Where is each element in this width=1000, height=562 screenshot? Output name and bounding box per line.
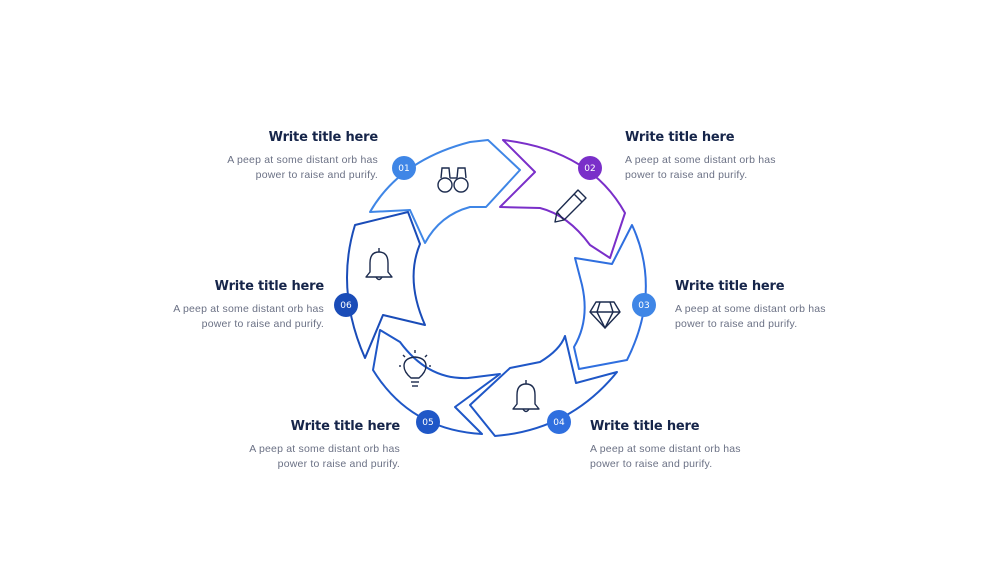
- step-description: A peep at some distant orb has power to …: [227, 154, 378, 181]
- lightbulb-icon: [399, 350, 431, 387]
- svg-text:06: 06: [340, 301, 352, 311]
- step-label-01: Write title here A peep at some distant …: [118, 130, 378, 183]
- bell-icon: [512, 380, 540, 413]
- step-number-06: 06: [334, 293, 358, 317]
- segment-04: [469, 335, 618, 437]
- segment-03: [573, 224, 647, 370]
- diamond-icon: [589, 301, 621, 329]
- step-title: Write title here: [675, 279, 785, 294]
- svg-text:02: 02: [584, 164, 595, 174]
- step-label-06: Write title here A peep at some distant …: [64, 279, 324, 332]
- step-number-02: 02: [578, 156, 602, 180]
- step-label-05: Write title here A peep at some distant …: [140, 419, 400, 472]
- step-label-03: Write title here A peep at some distant …: [675, 279, 935, 332]
- step-title: Write title here: [290, 419, 401, 434]
- binoculars-icon: [437, 167, 469, 193]
- step-title: Write title here: [268, 130, 379, 145]
- step-label-04: Write title here A peep at some distant …: [590, 419, 850, 472]
- svg-text:05: 05: [422, 418, 433, 428]
- segment-01: [369, 139, 521, 244]
- segment-02: [499, 139, 626, 259]
- step-description: A peep at some distant orb has power to …: [173, 303, 324, 330]
- step-title: Write title here: [625, 130, 735, 145]
- svg-text:04: 04: [553, 418, 565, 428]
- pencil-icon: [554, 189, 587, 223]
- step-description: A peep at some distant orb has power to …: [675, 303, 826, 330]
- step-description: A peep at some distant orb has power to …: [625, 154, 776, 181]
- step-title: Write title here: [590, 419, 700, 434]
- svg-text:01: 01: [398, 164, 409, 174]
- step-label-02: Write title here A peep at some distant …: [625, 130, 885, 183]
- step-number-04: 04: [547, 410, 571, 434]
- step-description: A peep at some distant orb has power to …: [590, 443, 741, 470]
- bell-icon: [365, 248, 393, 281]
- step-number-05: 05: [416, 410, 440, 434]
- step-number-03: 03: [632, 293, 656, 317]
- step-title: Write title here: [214, 279, 325, 294]
- svg-text:03: 03: [638, 301, 649, 311]
- step-number-01: 01: [392, 156, 416, 180]
- segment-06: [346, 211, 426, 359]
- step-description: A peep at some distant orb has power to …: [249, 443, 400, 470]
